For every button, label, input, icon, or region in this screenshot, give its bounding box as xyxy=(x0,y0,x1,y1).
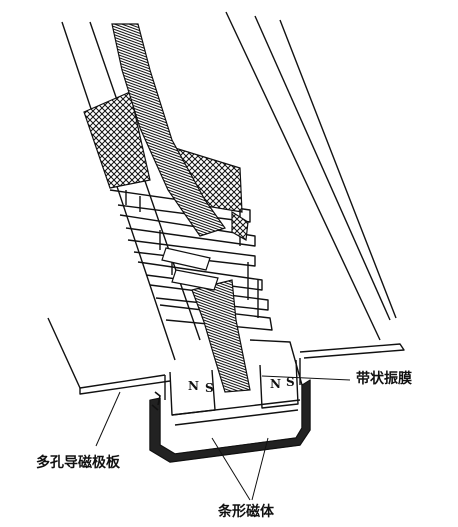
magnet-right-box xyxy=(259,359,299,409)
leader-magnet-right xyxy=(251,437,269,501)
pole-piece-upper-left xyxy=(83,91,151,189)
pole-piece-mid-right xyxy=(231,210,249,241)
pole-label-s-left: S xyxy=(205,381,214,395)
pole-label-n-right: N xyxy=(270,377,281,391)
plate-flange-left-under xyxy=(79,380,171,395)
plate-flange-right xyxy=(299,343,405,359)
pole-plate-far-right xyxy=(279,19,397,319)
pole-label-s-right: S xyxy=(286,375,295,389)
bottom-plate xyxy=(171,399,301,426)
pole-label-n-left: N xyxy=(188,379,199,393)
label-perforated-pole-plate: 多孔导磁极板 xyxy=(36,455,120,471)
leader-magnet-left xyxy=(211,437,251,501)
pole-plate-right-inner xyxy=(254,15,391,321)
leader-diaphragm xyxy=(261,375,351,381)
channel-lip xyxy=(249,339,303,386)
pole-plate-right-edge xyxy=(225,11,381,341)
fin-2 xyxy=(119,214,256,247)
ribbon-diaphragm-upper xyxy=(111,23,226,237)
leader-plate xyxy=(95,391,121,447)
housing-rim xyxy=(164,358,301,400)
label-bar-magnets: 条形磁体 xyxy=(218,504,274,520)
plate-flange-left xyxy=(47,317,166,389)
label-ribbon-diaphragm: 带状振膜 xyxy=(356,371,412,387)
housing-wall-dark xyxy=(149,379,311,463)
ribbon-diaphragm-lower xyxy=(191,279,251,393)
